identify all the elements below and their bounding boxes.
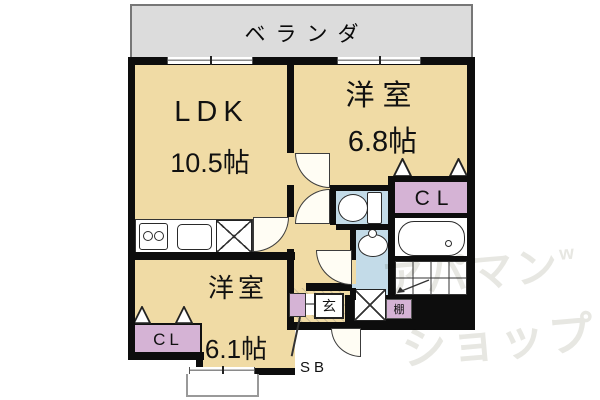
wall-segment [392,256,467,261]
entrance-label: 玄 [322,298,336,314]
refrigerator-space-icon [216,220,252,253]
wall-segment [388,176,395,300]
shelf-label-box: 棚 [386,299,412,319]
toilet-tank-icon [367,192,382,224]
bedroom-right-area-label: 6.8帖 [347,126,418,158]
wall-segment [350,288,356,300]
wall-segment [287,57,294,153]
ldk-label: LDK [174,96,249,128]
wall-segment [336,224,392,230]
wall-segment [330,185,392,191]
entrance-door-arc [331,328,361,357]
stove-burner-icon [143,231,153,241]
shoe-box-label: SB [299,359,328,376]
closet-door-marker-icon [175,306,193,324]
washer-box-icon [354,289,386,321]
wall-segment [288,322,348,330]
window [167,56,253,65]
wall-segment [196,352,203,375]
closet-door-marker-icon [449,158,468,177]
wall-segment [128,57,135,360]
entrance-label-box: 玄 [314,293,344,319]
bedroom-right-label: 洋室 [345,80,420,112]
wall-segment [330,185,336,225]
bathtub-drain-icon [445,240,452,247]
closet-door-marker-icon [393,158,412,177]
bedroom-bottom-area-label: 6.1帖 [204,334,268,364]
wall-segment [128,352,204,360]
closet-left-label: CL [153,330,183,349]
bay-window [186,374,259,397]
balcony: ベランダ [130,4,473,61]
wall-segment [287,185,294,217]
shelf-label: 棚 [393,304,405,316]
closet-door-marker-icon [133,306,151,324]
shoe-box [289,293,306,317]
wall-segment [392,213,467,218]
bathtub-icon [398,221,465,256]
closet-right-label: CL [414,186,456,210]
door-arc [253,217,289,252]
closet-right: CL [392,180,471,217]
entrance-side-window [305,294,314,315]
stairs-icon [395,261,467,295]
wall-segment [350,228,356,260]
ldk-area-label: 10.5帖 [170,148,250,178]
toilet-bowl-icon [338,194,368,222]
balcony-label: ベランダ [244,22,369,46]
wall-segment [287,249,294,330]
wall-segment [467,57,475,330]
wall-segment [306,283,352,291]
window [189,366,255,375]
sink-icon [177,224,212,250]
washbasin-tap-icon [368,229,377,238]
window [337,56,421,65]
wall-segment [128,252,295,260]
stove-burner-icon [154,231,164,241]
wall-segment [392,176,467,182]
wall-segment [128,57,475,65]
corner-cutout [128,360,198,376]
watermark-mark: w [558,242,578,265]
bedroom-bottom-label: 洋室 [207,273,268,303]
